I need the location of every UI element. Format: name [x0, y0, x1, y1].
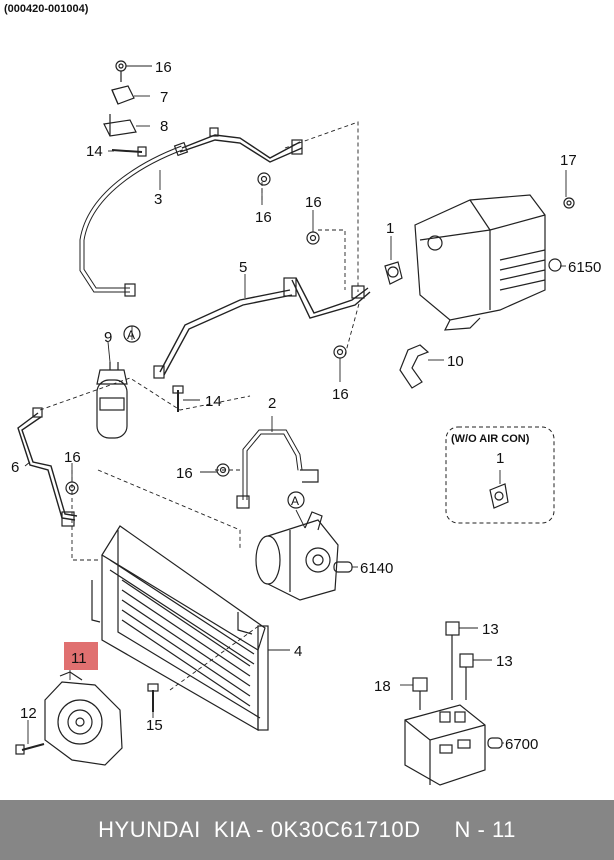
callout-6700: 6700	[505, 736, 538, 753]
callout-12: 12	[20, 705, 37, 722]
callout-16: 16	[255, 209, 272, 226]
callout-5: 5	[239, 259, 247, 276]
relay-13-b	[459, 653, 474, 700]
receiver-drier	[96, 362, 128, 439]
callout-15: 15	[146, 717, 163, 734]
callout-6140: 6140	[360, 560, 393, 577]
nut-16-top	[115, 60, 127, 82]
callout-1: 1	[386, 220, 394, 237]
reference-lines	[39, 121, 361, 691]
callout-16: 16	[176, 465, 193, 482]
callout-3: 3	[154, 191, 162, 208]
callout-18: 18	[374, 678, 391, 695]
ref-circle-a-1	[123, 325, 141, 343]
note-part-1	[489, 483, 509, 509]
footer-brand: HYUNDAI KIA - 0K30C61710D	[98, 817, 421, 842]
note-box	[445, 426, 555, 524]
nut-16-b	[306, 231, 320, 245]
footer-page: N - 11	[454, 817, 516, 842]
nut-16-d	[216, 463, 230, 477]
footer-bar: HYUNDAI KIA - 0K30C61710D N - 11	[0, 800, 614, 860]
nut-16-a	[257, 172, 271, 186]
callout-17: 17	[560, 152, 577, 169]
callout-16: 16	[64, 449, 81, 466]
evaporator-unit	[414, 194, 562, 331]
liquid-pipe	[153, 277, 371, 379]
fan-motor	[44, 671, 123, 766]
callout-a: A	[291, 494, 299, 508]
pipe-6	[17, 407, 78, 527]
callout-6150: 6150	[568, 259, 601, 276]
callout-13: 13	[496, 653, 513, 670]
callout-14: 14	[205, 393, 222, 410]
callout-9: 9	[104, 329, 112, 346]
bracket-8	[103, 114, 137, 137]
parts-diagram: 16 7 8 14 3 16 16 1 17 6150 5 9 A 10 16 …	[11, 59, 601, 786]
diagram-code: (000420-001004)	[4, 3, 89, 15]
nut-17	[563, 197, 575, 209]
callout-2: 2	[268, 395, 276, 412]
callout-7: 7	[160, 89, 168, 106]
callout-14: 14	[86, 143, 103, 160]
drain-hose	[399, 344, 430, 389]
note-label: (W/O AIR CON)	[451, 433, 530, 445]
callout-a: A	[127, 328, 135, 342]
relay-18	[412, 677, 428, 710]
note-part-number: 1	[496, 450, 504, 467]
compressor	[255, 511, 353, 601]
callout-8: 8	[160, 118, 168, 135]
bolt-14-mid	[172, 385, 184, 412]
callout-11: 11	[71, 650, 87, 667]
callout-16: 16	[332, 386, 349, 403]
callout-13: 13	[482, 621, 499, 638]
callout-16: 16	[305, 194, 322, 211]
nut-16-c	[333, 345, 347, 359]
suction-hose	[79, 127, 303, 297]
screw-12	[15, 743, 45, 755]
bolt-14-top	[111, 146, 147, 157]
bolt-15	[147, 683, 159, 712]
callout-6: 6	[11, 459, 19, 476]
callout-10: 10	[447, 353, 464, 370]
highlight-callout-11	[64, 642, 98, 670]
relay-box	[404, 704, 503, 786]
discharge-hose	[236, 429, 319, 509]
expansion-valve	[384, 261, 403, 285]
callout-4: 4	[294, 643, 302, 660]
callout-16: 16	[155, 59, 172, 76]
ref-circle-a-2	[287, 491, 305, 509]
relay-13-a	[445, 621, 460, 700]
leader-lines	[24, 65, 567, 744]
condenser	[91, 525, 269, 732]
bracket-7	[111, 85, 135, 105]
